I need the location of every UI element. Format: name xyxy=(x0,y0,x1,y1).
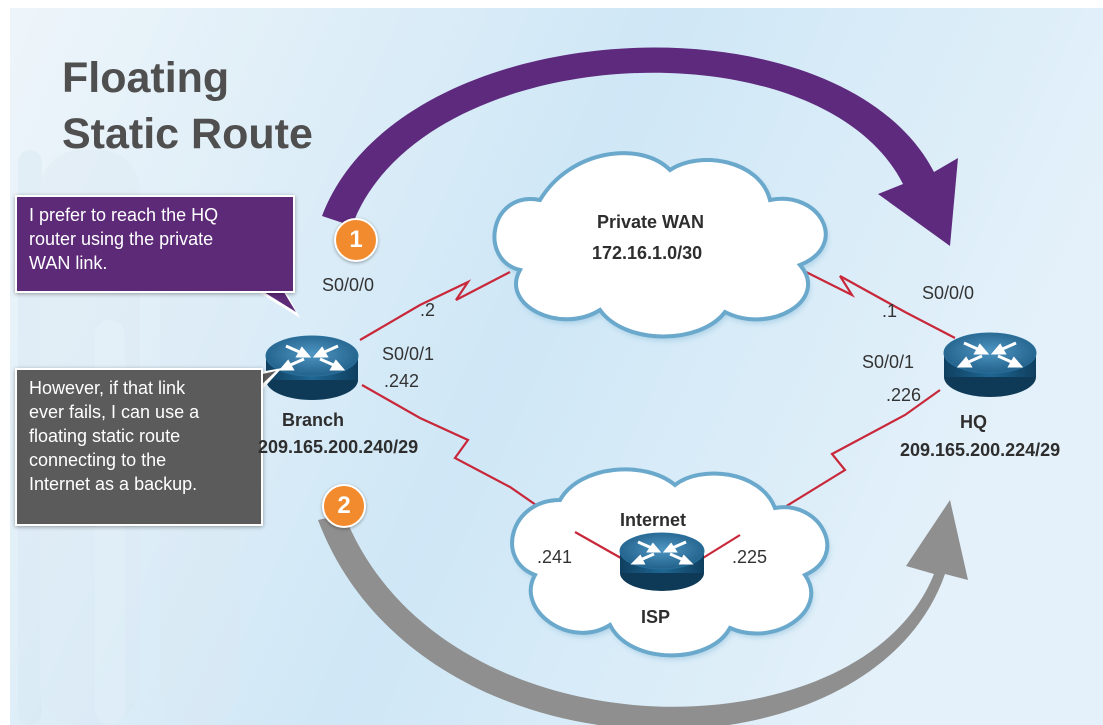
branch-router-name: Branch xyxy=(282,410,345,430)
isp-router-icon xyxy=(619,532,705,591)
callout-backup-line: connecting to the xyxy=(29,450,167,470)
callout-backup-line: Internet as a backup. xyxy=(29,474,198,494)
branch-s001-ip: .242 xyxy=(384,371,420,391)
branch-router-network: 209.165.200.240/29 xyxy=(258,437,419,457)
callout-backup-line: floating static route xyxy=(29,426,181,446)
branch-s001-label: S0/0/1 xyxy=(382,344,435,364)
callout-primary-line: router using the private xyxy=(29,229,214,249)
isp-router-name: ISP xyxy=(641,607,671,627)
callout-backup-path: However, if that link ever fails, I can … xyxy=(15,368,263,526)
diagram-title: Floating Static Route xyxy=(62,50,313,162)
isp-left-ip: .241 xyxy=(537,547,573,567)
callout-backup-line: ever fails, I can use a xyxy=(29,402,200,422)
wan-cloud-name: Private WAN xyxy=(597,212,705,232)
hq-router-network: 209.165.200.224/29 xyxy=(900,440,1061,460)
hq-s000-ip: .1 xyxy=(882,301,898,321)
callout-primary-path: I prefer to reach the HQ router using th… xyxy=(15,195,295,293)
isp-right-ip: .225 xyxy=(732,547,768,567)
branch-s000-label: S0/0/0 xyxy=(322,275,375,295)
hq-s000-label: S0/0/0 xyxy=(922,283,975,303)
branch-s000-ip: .2 xyxy=(420,300,436,320)
callout-primary-pointer-fill xyxy=(259,289,296,312)
callout-primary-line: I prefer to reach the HQ xyxy=(29,205,219,225)
title-line-1: Floating xyxy=(62,54,230,102)
hq-s001-ip: .226 xyxy=(886,385,922,405)
step-badge-2: 2 xyxy=(322,484,366,528)
hq-router-name: HQ xyxy=(960,412,987,432)
branch-router-icon xyxy=(265,335,359,400)
link-branch-wan xyxy=(359,271,511,341)
callout-backup-line: However, if that link xyxy=(29,378,186,398)
callout-primary-pointer xyxy=(255,290,300,318)
callout-primary-line: WAN link. xyxy=(29,253,108,273)
backup-route-arrow xyxy=(318,500,968,725)
wan-cloud-network: 172.16.1.0/30 xyxy=(592,243,703,263)
step-badge-1: 1 xyxy=(334,218,378,262)
private-wan-cloud xyxy=(492,151,828,341)
internet-cloud-name: Internet xyxy=(620,510,687,530)
primary-route-arrow xyxy=(322,47,958,246)
hq-router-icon xyxy=(943,332,1037,397)
hq-s001-label: S0/0/1 xyxy=(862,352,915,372)
link-wan-hq xyxy=(805,271,956,339)
title-line-2: Static Route xyxy=(62,110,313,158)
